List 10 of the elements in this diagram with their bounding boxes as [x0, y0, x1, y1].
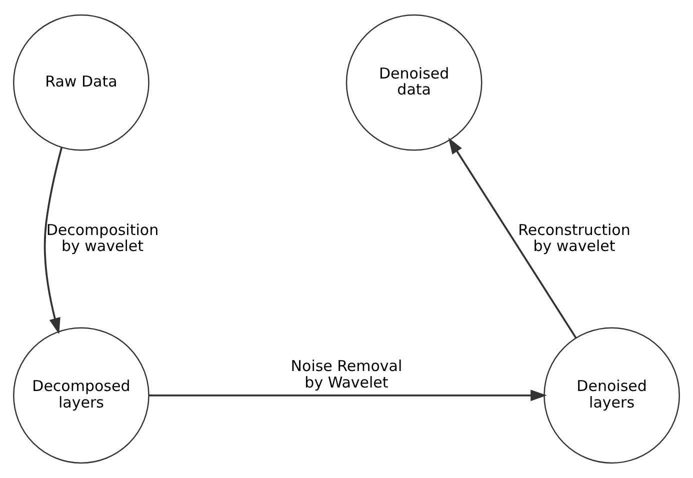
- node-circle: Raw Data: [13, 14, 150, 151]
- node-circle: Denoised layers: [544, 327, 680, 464]
- edge-label: Decomposition by wavelet: [46, 220, 159, 256]
- edge-label: Noise Removal by Wavelet: [290, 357, 402, 392]
- arrow: [448, 138, 577, 338]
- arrow: [148, 390, 547, 402]
- edge-label: Reconstruction by wavelet: [518, 220, 630, 256]
- node-circle: Denoised data: [346, 14, 482, 151]
- node-circle: Decomposed layers: [13, 327, 150, 464]
- arrow: [44, 147, 63, 334]
